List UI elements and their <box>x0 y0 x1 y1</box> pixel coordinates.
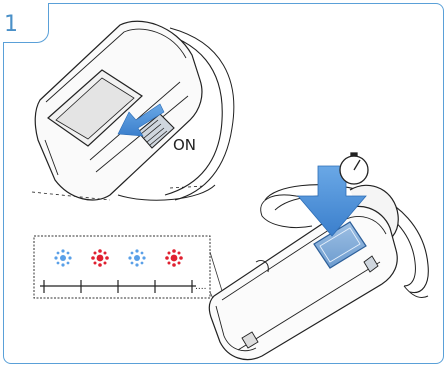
closeup-headset <box>32 21 234 200</box>
stopwatch-icon <box>340 153 368 184</box>
switch-on-label: ON <box>173 136 196 154</box>
svg-text:....: .... <box>195 282 206 292</box>
led-blink-pattern: .... <box>34 236 210 298</box>
